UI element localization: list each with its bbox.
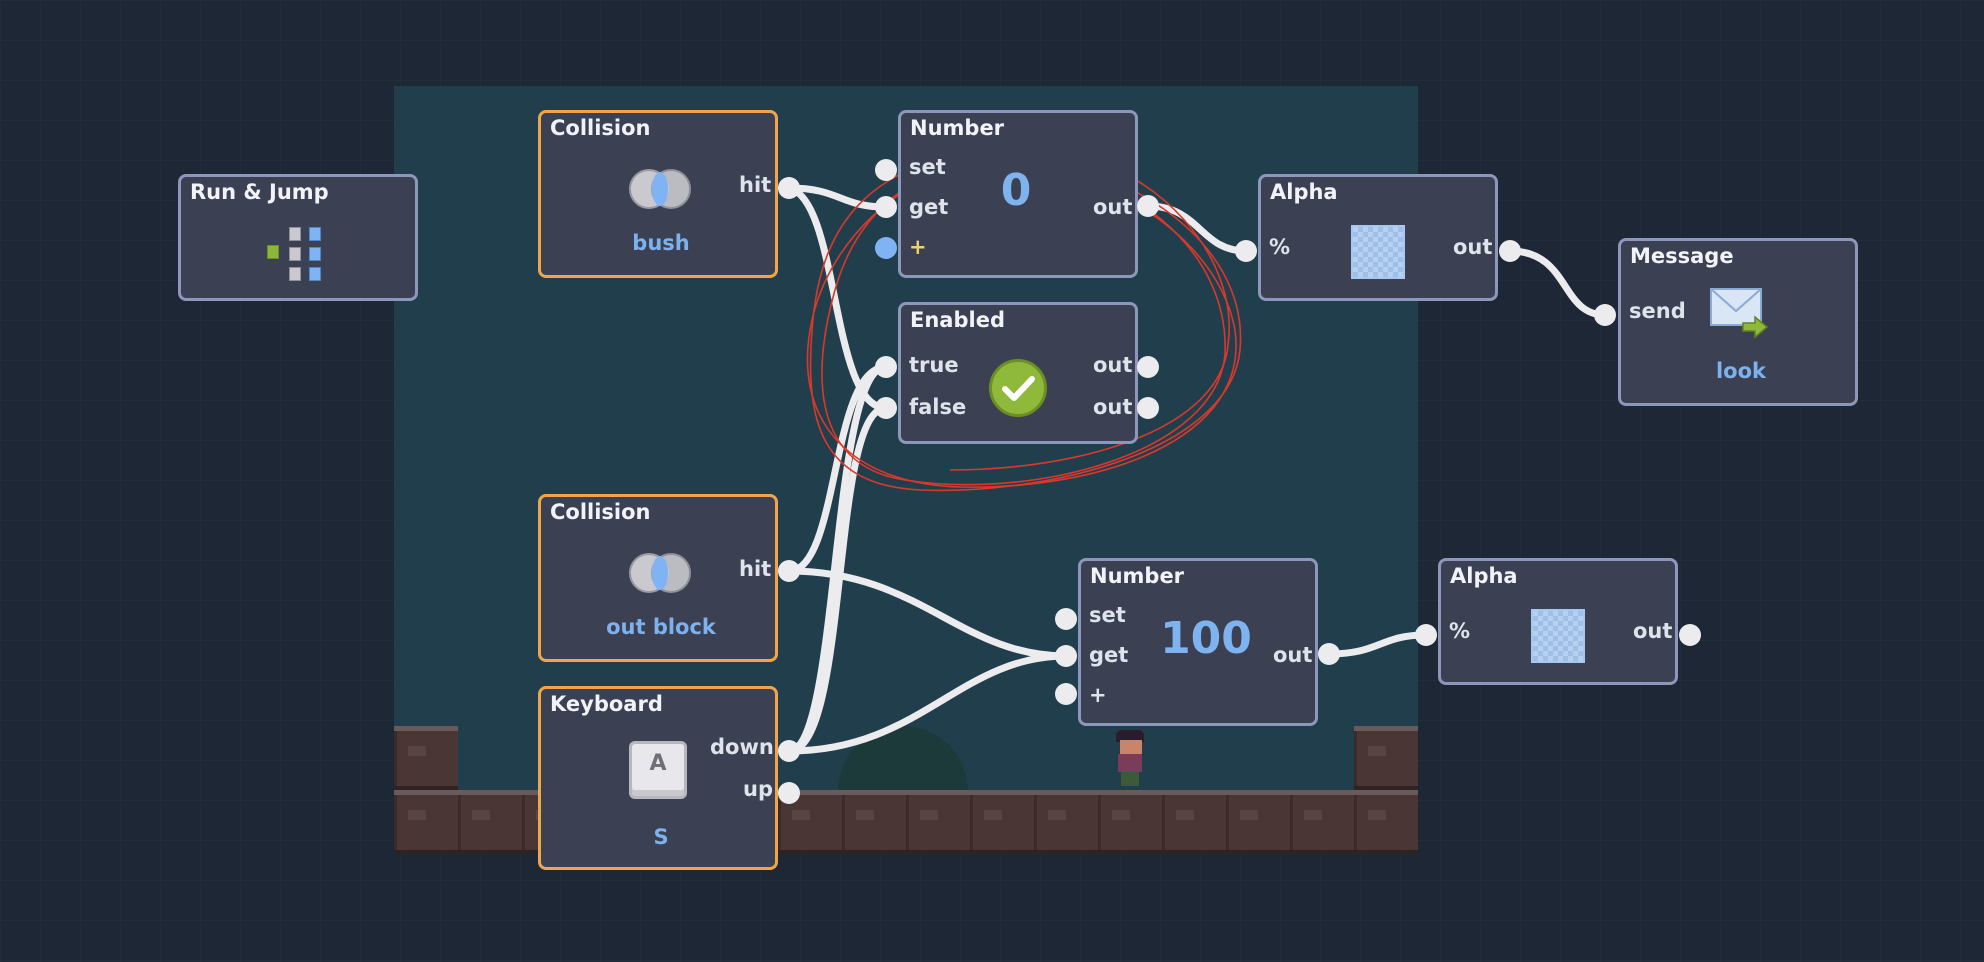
port-label-set: set bbox=[1089, 603, 1126, 627]
node-title: Alpha bbox=[1450, 564, 1518, 588]
port-alpha-bottom-percent[interactable] bbox=[1415, 624, 1437, 646]
port-label-up: up bbox=[743, 777, 773, 801]
port-label-hit: hit bbox=[739, 173, 772, 197]
port-number-bottom-get[interactable] bbox=[1055, 645, 1077, 667]
port-message-send[interactable] bbox=[1594, 304, 1616, 326]
port-collision-bush-hit[interactable] bbox=[778, 177, 800, 199]
ground-tile bbox=[1034, 790, 1098, 854]
envelope-icon bbox=[1709, 285, 1769, 341]
port-number-top-out[interactable] bbox=[1137, 195, 1159, 217]
number-node-top[interactable]: Number set get + 0 out bbox=[898, 110, 1138, 278]
number-value[interactable]: 0 bbox=[1000, 165, 1032, 216]
port-number-bottom-set[interactable] bbox=[1055, 608, 1077, 630]
message-target[interactable]: look bbox=[1715, 359, 1767, 383]
port-label-hit: hit bbox=[739, 557, 772, 581]
ground-tile bbox=[394, 790, 458, 854]
port-alpha-top-percent[interactable] bbox=[1235, 240, 1257, 262]
ground-tile bbox=[458, 790, 522, 854]
ground-tile bbox=[906, 790, 970, 854]
port-number-bottom-add[interactable] bbox=[1055, 683, 1077, 705]
keyboard-node[interactable]: Keyboard A down up S bbox=[538, 686, 778, 870]
port-enabled-true[interactable] bbox=[875, 356, 897, 378]
wire-alpha-out-to-message bbox=[1506, 247, 1609, 319]
port-enabled-false[interactable] bbox=[875, 397, 897, 419]
player-sprite bbox=[1112, 730, 1148, 786]
collision-icon bbox=[629, 553, 691, 593]
alpha-checker-icon bbox=[1351, 225, 1405, 279]
node-title: Collision bbox=[550, 116, 651, 140]
ground-tile bbox=[394, 726, 458, 790]
collision-target[interactable]: out block bbox=[606, 615, 716, 639]
ground-tile bbox=[1354, 790, 1418, 854]
node-title: Enabled bbox=[910, 308, 1005, 332]
port-label-down: down bbox=[710, 735, 774, 759]
ground-tile bbox=[1098, 790, 1162, 854]
port-label-false: false bbox=[909, 395, 967, 419]
alpha-node-top[interactable]: Alpha % out bbox=[1258, 174, 1498, 301]
ground-tile bbox=[970, 790, 1034, 854]
port-alpha-top-out[interactable] bbox=[1499, 240, 1521, 262]
key-icon: A bbox=[629, 741, 687, 799]
port-keyboard-down[interactable] bbox=[778, 740, 800, 762]
number-value[interactable]: 100 bbox=[1160, 613, 1252, 664]
node-title: Alpha bbox=[1270, 180, 1338, 204]
node-title: Run & Jump bbox=[190, 180, 329, 204]
collision-target[interactable]: bush bbox=[632, 231, 690, 255]
port-label-out: out bbox=[1453, 235, 1493, 259]
port-label-get: get bbox=[909, 195, 949, 219]
enabled-node[interactable]: Enabled true false out out bbox=[898, 302, 1138, 444]
ground-tile bbox=[1354, 726, 1418, 790]
port-label-out-2: out bbox=[1093, 395, 1133, 419]
port-label-out: out bbox=[1093, 195, 1133, 219]
port-label-out: out bbox=[1633, 619, 1673, 643]
port-collision-out-hit[interactable] bbox=[778, 560, 800, 582]
port-label-add: + bbox=[909, 235, 927, 259]
port-label-out-1: out bbox=[1093, 353, 1133, 377]
port-label-set: set bbox=[909, 155, 946, 179]
collision-icon bbox=[629, 169, 691, 209]
ground-tile bbox=[1290, 790, 1354, 854]
node-title: Number bbox=[1090, 564, 1185, 588]
port-enabled-out-2[interactable] bbox=[1137, 397, 1159, 419]
collision-bush-node[interactable]: Collision hit bush bbox=[538, 110, 778, 278]
behavior-tree-icon bbox=[267, 225, 333, 287]
port-number-top-set[interactable] bbox=[875, 159, 897, 181]
port-number-top-get[interactable] bbox=[875, 196, 897, 218]
alpha-node-bottom[interactable]: Alpha % out bbox=[1438, 558, 1678, 685]
port-enabled-out-1[interactable] bbox=[1137, 356, 1159, 378]
node-title: Collision bbox=[550, 500, 651, 524]
number-node-bottom[interactable]: Number set get + 100 out bbox=[1078, 558, 1318, 726]
port-label-add: + bbox=[1089, 683, 1107, 707]
port-label-send: send bbox=[1629, 299, 1686, 323]
port-label-percent: % bbox=[1449, 619, 1471, 643]
run-jump-node[interactable]: Run & Jump bbox=[178, 174, 418, 301]
checkmark-icon bbox=[989, 359, 1047, 417]
port-label-get: get bbox=[1089, 643, 1129, 667]
ground-tile bbox=[842, 790, 906, 854]
ground-tile bbox=[1226, 790, 1290, 854]
alpha-checker-icon bbox=[1531, 609, 1585, 663]
keyboard-target[interactable]: S bbox=[653, 825, 669, 849]
port-label-true: true bbox=[909, 353, 959, 377]
collision-outblock-node[interactable]: Collision hit out block bbox=[538, 494, 778, 662]
port-alpha-bottom-out[interactable] bbox=[1679, 624, 1701, 646]
ground-tile bbox=[1162, 790, 1226, 854]
node-title: Message bbox=[1630, 244, 1734, 268]
port-keyboard-up[interactable] bbox=[778, 782, 800, 804]
message-node[interactable]: Message send look bbox=[1618, 238, 1858, 406]
node-title: Number bbox=[910, 116, 1005, 140]
port-number-top-add[interactable] bbox=[875, 237, 897, 259]
node-title: Keyboard bbox=[550, 692, 663, 716]
port-label-out: out bbox=[1273, 643, 1313, 667]
port-label-percent: % bbox=[1269, 235, 1291, 259]
port-number-bottom-out[interactable] bbox=[1318, 643, 1340, 665]
